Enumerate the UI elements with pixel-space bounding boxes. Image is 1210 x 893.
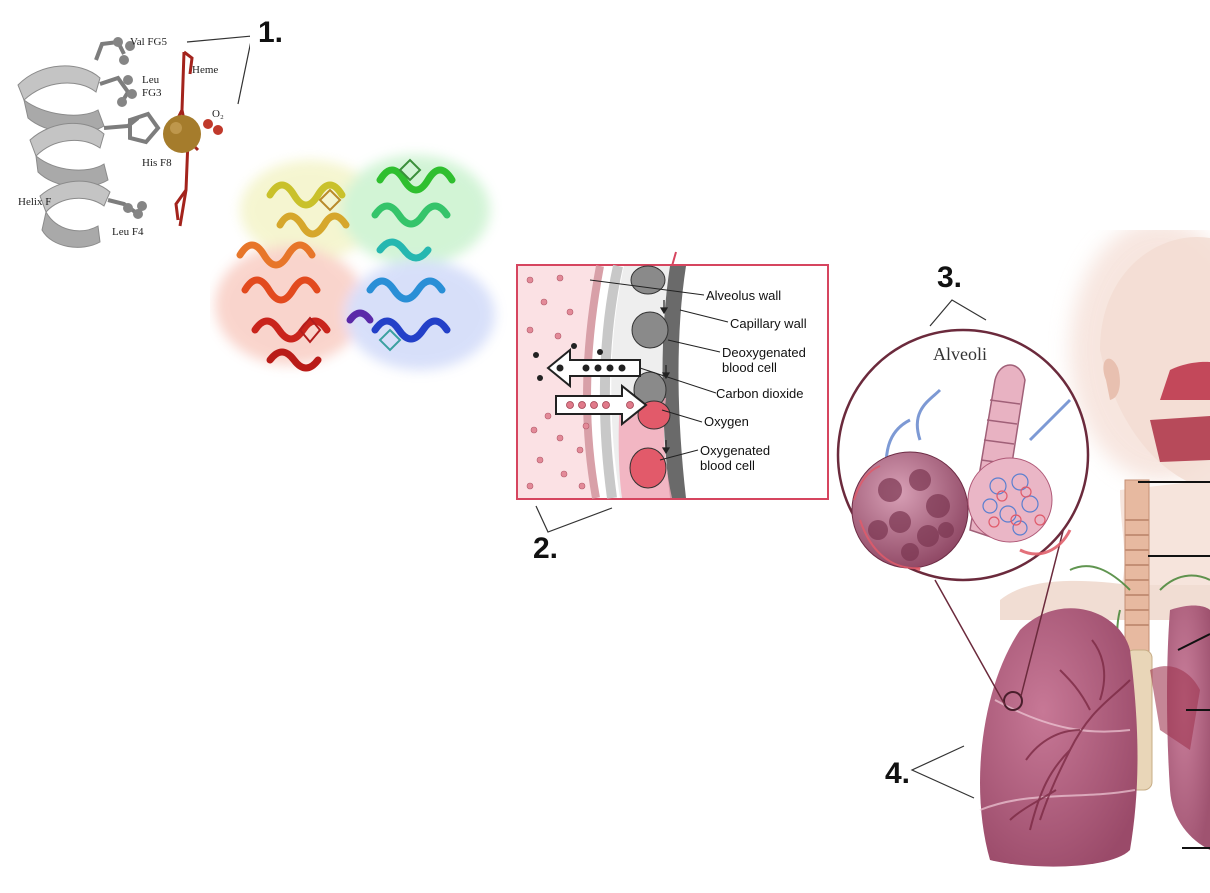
label-deoxygenated-line1: Deoxygenated	[722, 345, 806, 360]
label-leu-f4: Leu F4	[112, 226, 144, 238]
callout-4	[910, 745, 975, 799]
marker-3: 3.	[937, 261, 963, 294]
label-alveolus-wall: Alveolus wall	[706, 288, 782, 303]
label-deoxygenated-line2: blood cell	[722, 360, 777, 375]
alveolar-oxygen-dots	[526, 274, 590, 490]
gas-exchange-figure: Alveolus wall Capillary wall Deoxygenate…	[500, 250, 840, 580]
label-heme: Heme	[192, 64, 219, 76]
helix-f-ribbon	[17, 65, 111, 248]
heme-helix-graphic	[17, 35, 250, 248]
label-leu-fg3-line1: Leu	[142, 74, 160, 86]
respiratory-system-graphic	[836, 230, 1210, 867]
hemoglobin-graphic	[215, 155, 495, 372]
label-oxygen: Oxygen	[704, 414, 749, 429]
alveolar-sac-right	[967, 457, 1053, 543]
gas-exchange-graphic	[516, 251, 829, 533]
heme-helix-figure: Val FG5 Leu FG3 Heme O₂ His F8 Helix F L…	[0, 0, 250, 260]
label-o2: O₂	[212, 108, 224, 120]
callout-2	[535, 505, 613, 533]
side-chains	[94, 39, 140, 216]
label-oxygenated-line2: blood cell	[700, 458, 755, 473]
label-val-fg5: Val FG5	[130, 36, 167, 48]
marker-1: 1.	[258, 16, 284, 49]
label-leu-fg3-line2: FG3	[142, 87, 162, 99]
alveoli-zoom-source	[1003, 691, 1023, 711]
right-lung	[980, 608, 1138, 867]
oxygen-molecule	[203, 119, 223, 135]
alveolar-sac-left	[851, 451, 969, 569]
label-helix-f: Helix F	[18, 196, 52, 208]
iron-atom	[163, 115, 201, 153]
label-his-f8: His F8	[142, 157, 172, 169]
callout-1	[186, 35, 250, 105]
label-oxygenated-line1: Oxygenated	[700, 443, 771, 458]
side-chain-atoms	[113, 37, 147, 219]
label-alveoli: Alveoli	[933, 344, 987, 364]
label-capillary-wall: Capillary wall	[730, 316, 807, 331]
callout-3	[929, 299, 987, 327]
respiratory-system-figure: Alveoli	[830, 230, 1210, 893]
hemoglobin-structure	[210, 140, 510, 390]
marker-2: 2.	[533, 532, 559, 565]
marker-4: 4.	[885, 757, 911, 790]
label-carbon-dioxide: Carbon dioxide	[716, 386, 804, 401]
his-f8-ring	[128, 111, 161, 145]
bronchial-tree	[1009, 639, 1131, 831]
